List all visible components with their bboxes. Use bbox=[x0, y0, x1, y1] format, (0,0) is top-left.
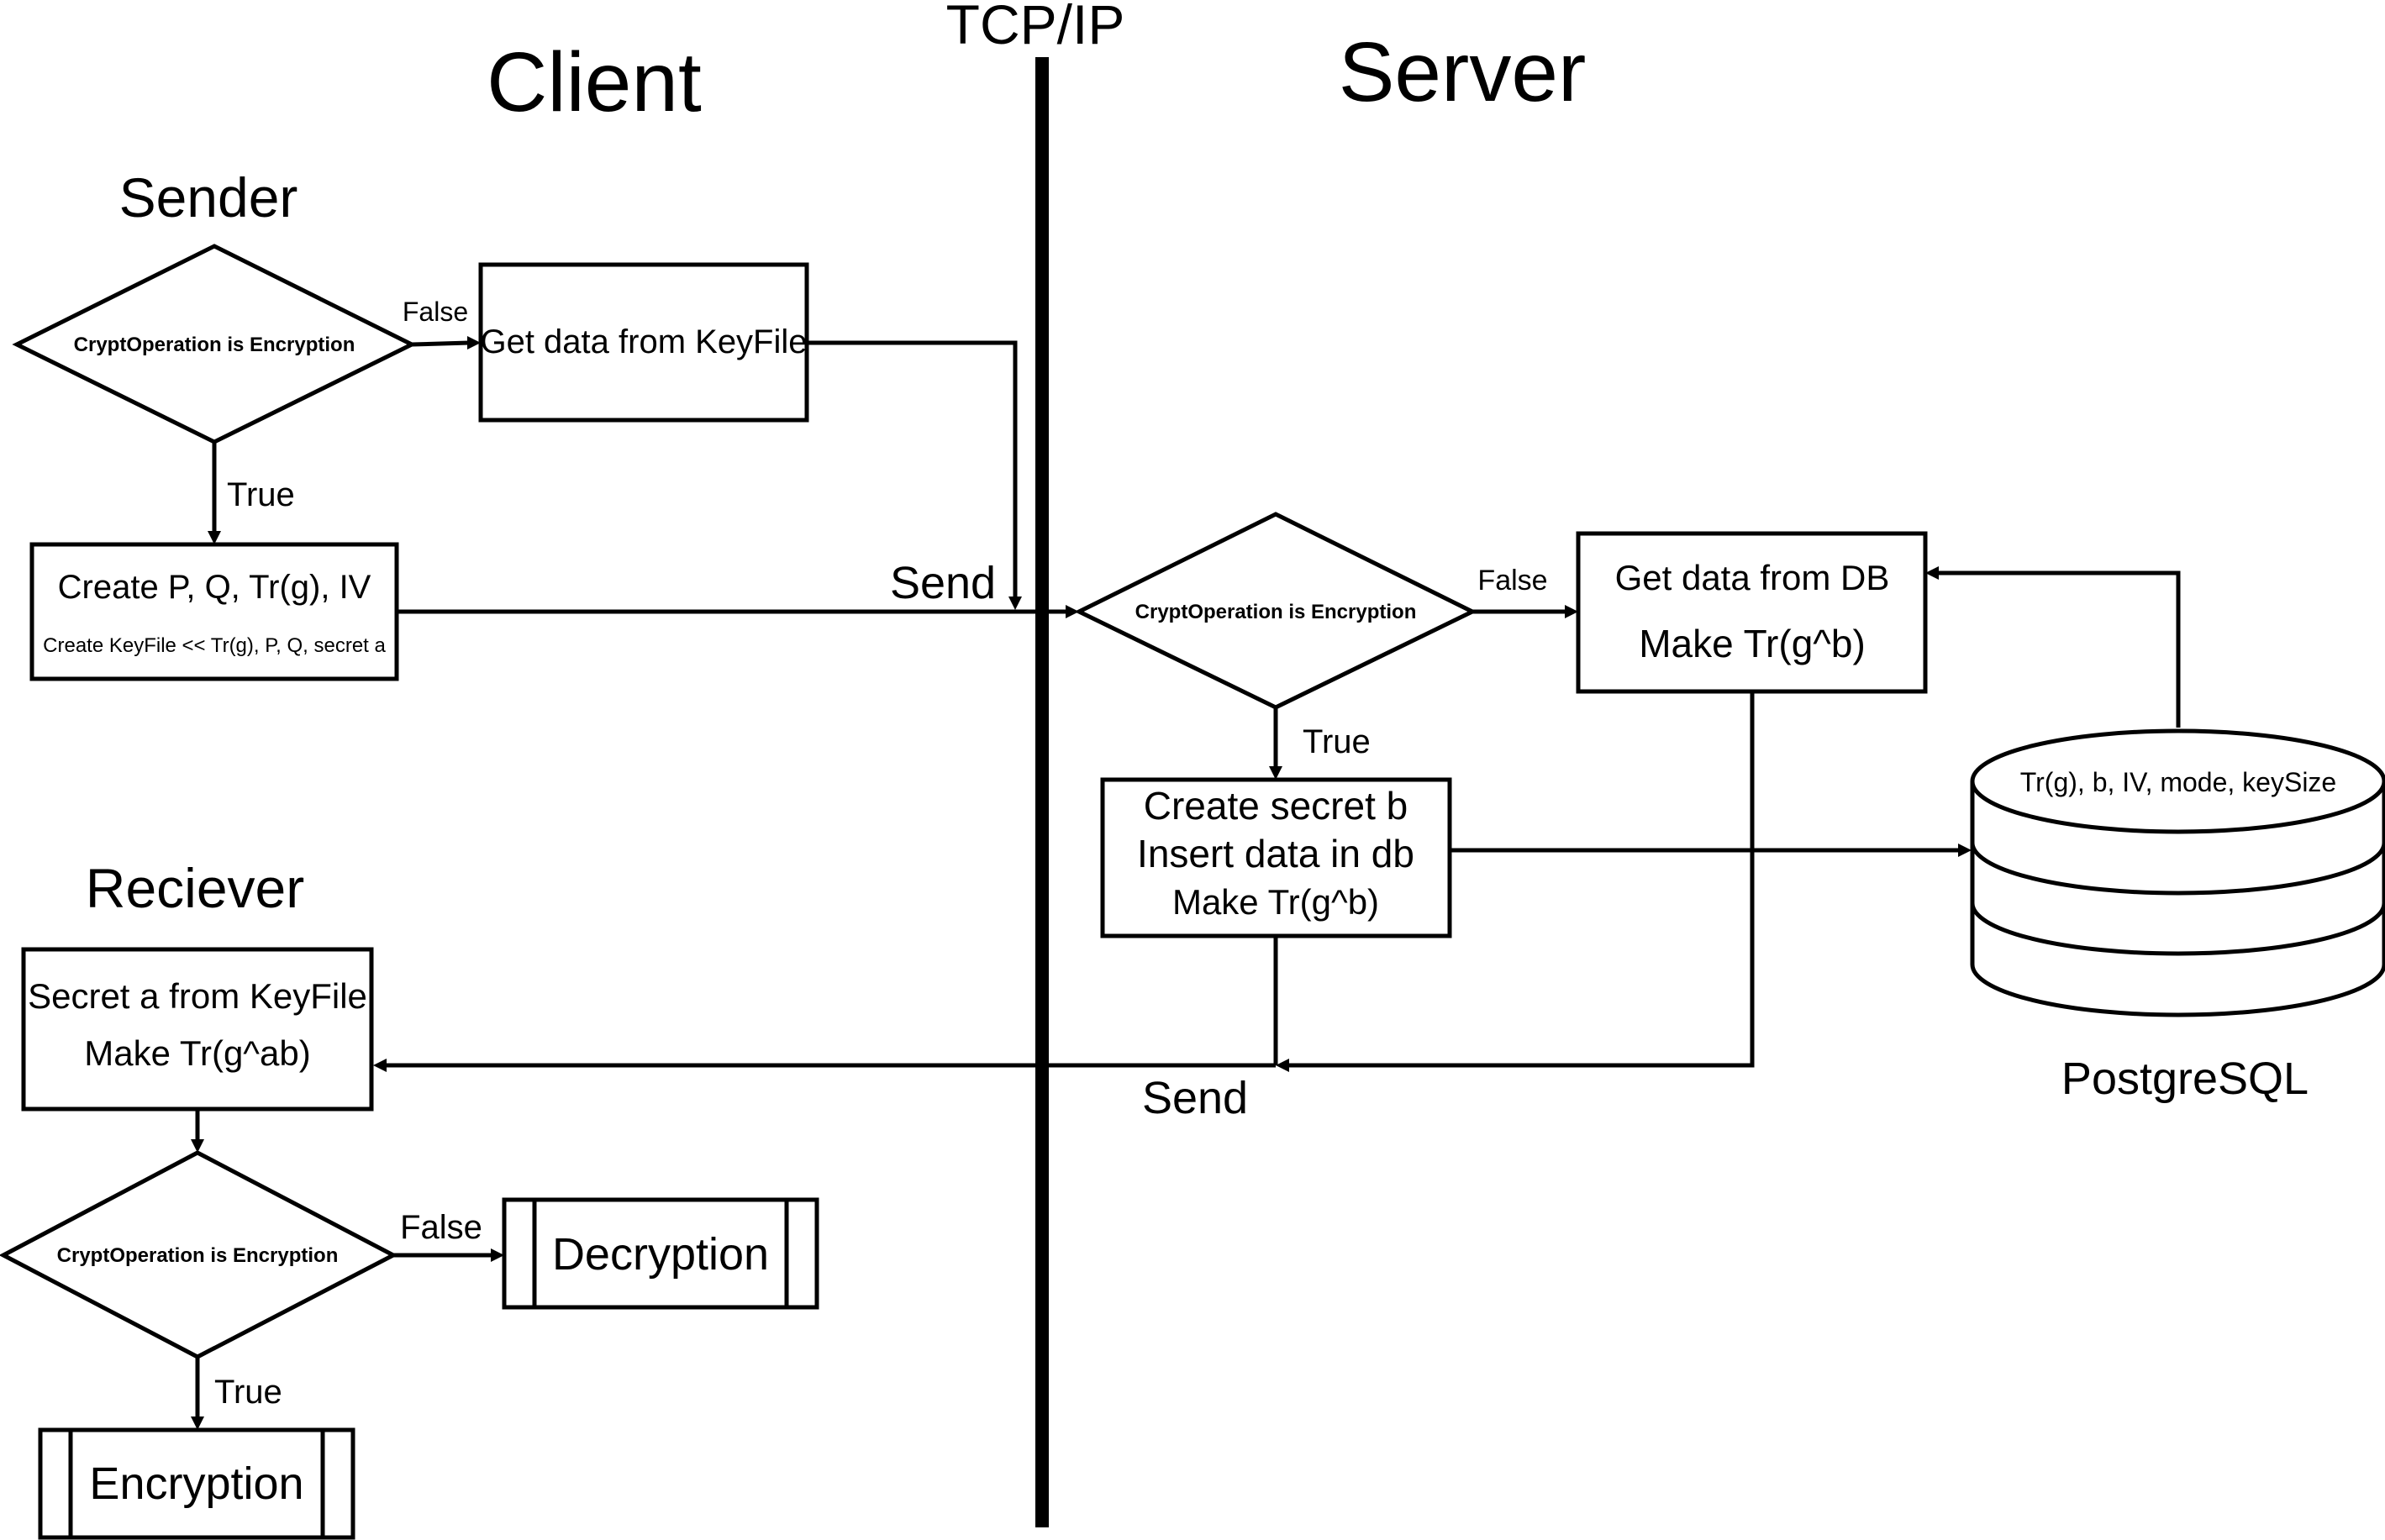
server-false-connector bbox=[1472, 605, 1578, 618]
database-fields-label: Tr(g), b, IV, mode, keySize bbox=[2020, 767, 2336, 797]
receiver-false-label: False bbox=[400, 1209, 482, 1246]
receiver-box-line2: Make Tr(g^ab) bbox=[84, 1033, 310, 1073]
sender-true-connector bbox=[208, 442, 221, 544]
sender-create-line2: Create KeyFile << Tr(g), P, Q, secret a bbox=[43, 634, 386, 657]
server-false-label: False bbox=[1477, 565, 1547, 597]
server-db-box bbox=[1576, 531, 1928, 694]
server-true-connector bbox=[1269, 707, 1282, 780]
receiver-decryption-process bbox=[502, 1197, 819, 1310]
sender-title: Sender bbox=[119, 166, 298, 229]
network-title: TCP/IP bbox=[946, 0, 1125, 55]
receiver-encryption-process bbox=[38, 1427, 355, 1540]
database-to-dbbox-connector bbox=[1925, 566, 2181, 728]
server-title: Server bbox=[1339, 25, 1587, 119]
sender-create-box bbox=[29, 542, 399, 681]
receiver-true-label: True bbox=[214, 1374, 282, 1411]
server-create-line2: Insert data in db bbox=[1137, 832, 1414, 875]
server-insert-connector bbox=[1450, 844, 1972, 857]
sender-keyfile-to-divider-connector bbox=[807, 340, 1022, 610]
server-true-label: True bbox=[1303, 723, 1371, 760]
sender-decision-label: CryptOperation is Encryption bbox=[74, 334, 355, 356]
sender-false-connector bbox=[411, 336, 481, 350]
server-decision-label: CryptOperation is Encryption bbox=[1135, 601, 1417, 623]
sender-create-line1: Create P, Q, Tr(g), IV bbox=[58, 569, 371, 606]
sender-keyfile-label: Get data from KeyFile bbox=[480, 323, 807, 360]
receiver-box-line1: Secret a from KeyFile bbox=[28, 976, 367, 1016]
sender-false-label: False bbox=[403, 297, 468, 327]
server-send-connector bbox=[373, 691, 1755, 1072]
database-name-label: PostgreSQL bbox=[2061, 1054, 2309, 1104]
sender-send-label: Send bbox=[890, 558, 996, 608]
receiver-false-connector bbox=[393, 1248, 504, 1262]
server-create-line1: Create secret b bbox=[1144, 784, 1408, 828]
server-create-line3: Make Tr(g^b) bbox=[1172, 882, 1379, 922]
server-entry-arrow bbox=[1050, 605, 1079, 618]
server-send-label: Send bbox=[1142, 1073, 1248, 1123]
receiver-title: Reciever bbox=[86, 857, 304, 919]
receiver-decision-label: CryptOperation is Encryption bbox=[57, 1244, 339, 1267]
postgresql-database-icon bbox=[1970, 728, 2385, 1017]
server-db-line1: Get data from DB bbox=[1615, 558, 1890, 597]
sender-true-label: True bbox=[227, 476, 295, 513]
receiver-decryption-label: Decryption bbox=[552, 1229, 769, 1280]
server-create-box bbox=[1100, 777, 1452, 938]
receiver-true-connector bbox=[191, 1357, 204, 1430]
sender-keyfile-box bbox=[478, 262, 809, 423]
receiver-keyfile-box bbox=[21, 947, 374, 1112]
client-title: Client bbox=[487, 35, 702, 129]
server-db-line2: Make Tr(g^b) bbox=[1639, 622, 1866, 665]
receiver-box-to-decision-connector bbox=[191, 1109, 204, 1153]
receiver-encryption-label: Encryption bbox=[89, 1459, 303, 1509]
